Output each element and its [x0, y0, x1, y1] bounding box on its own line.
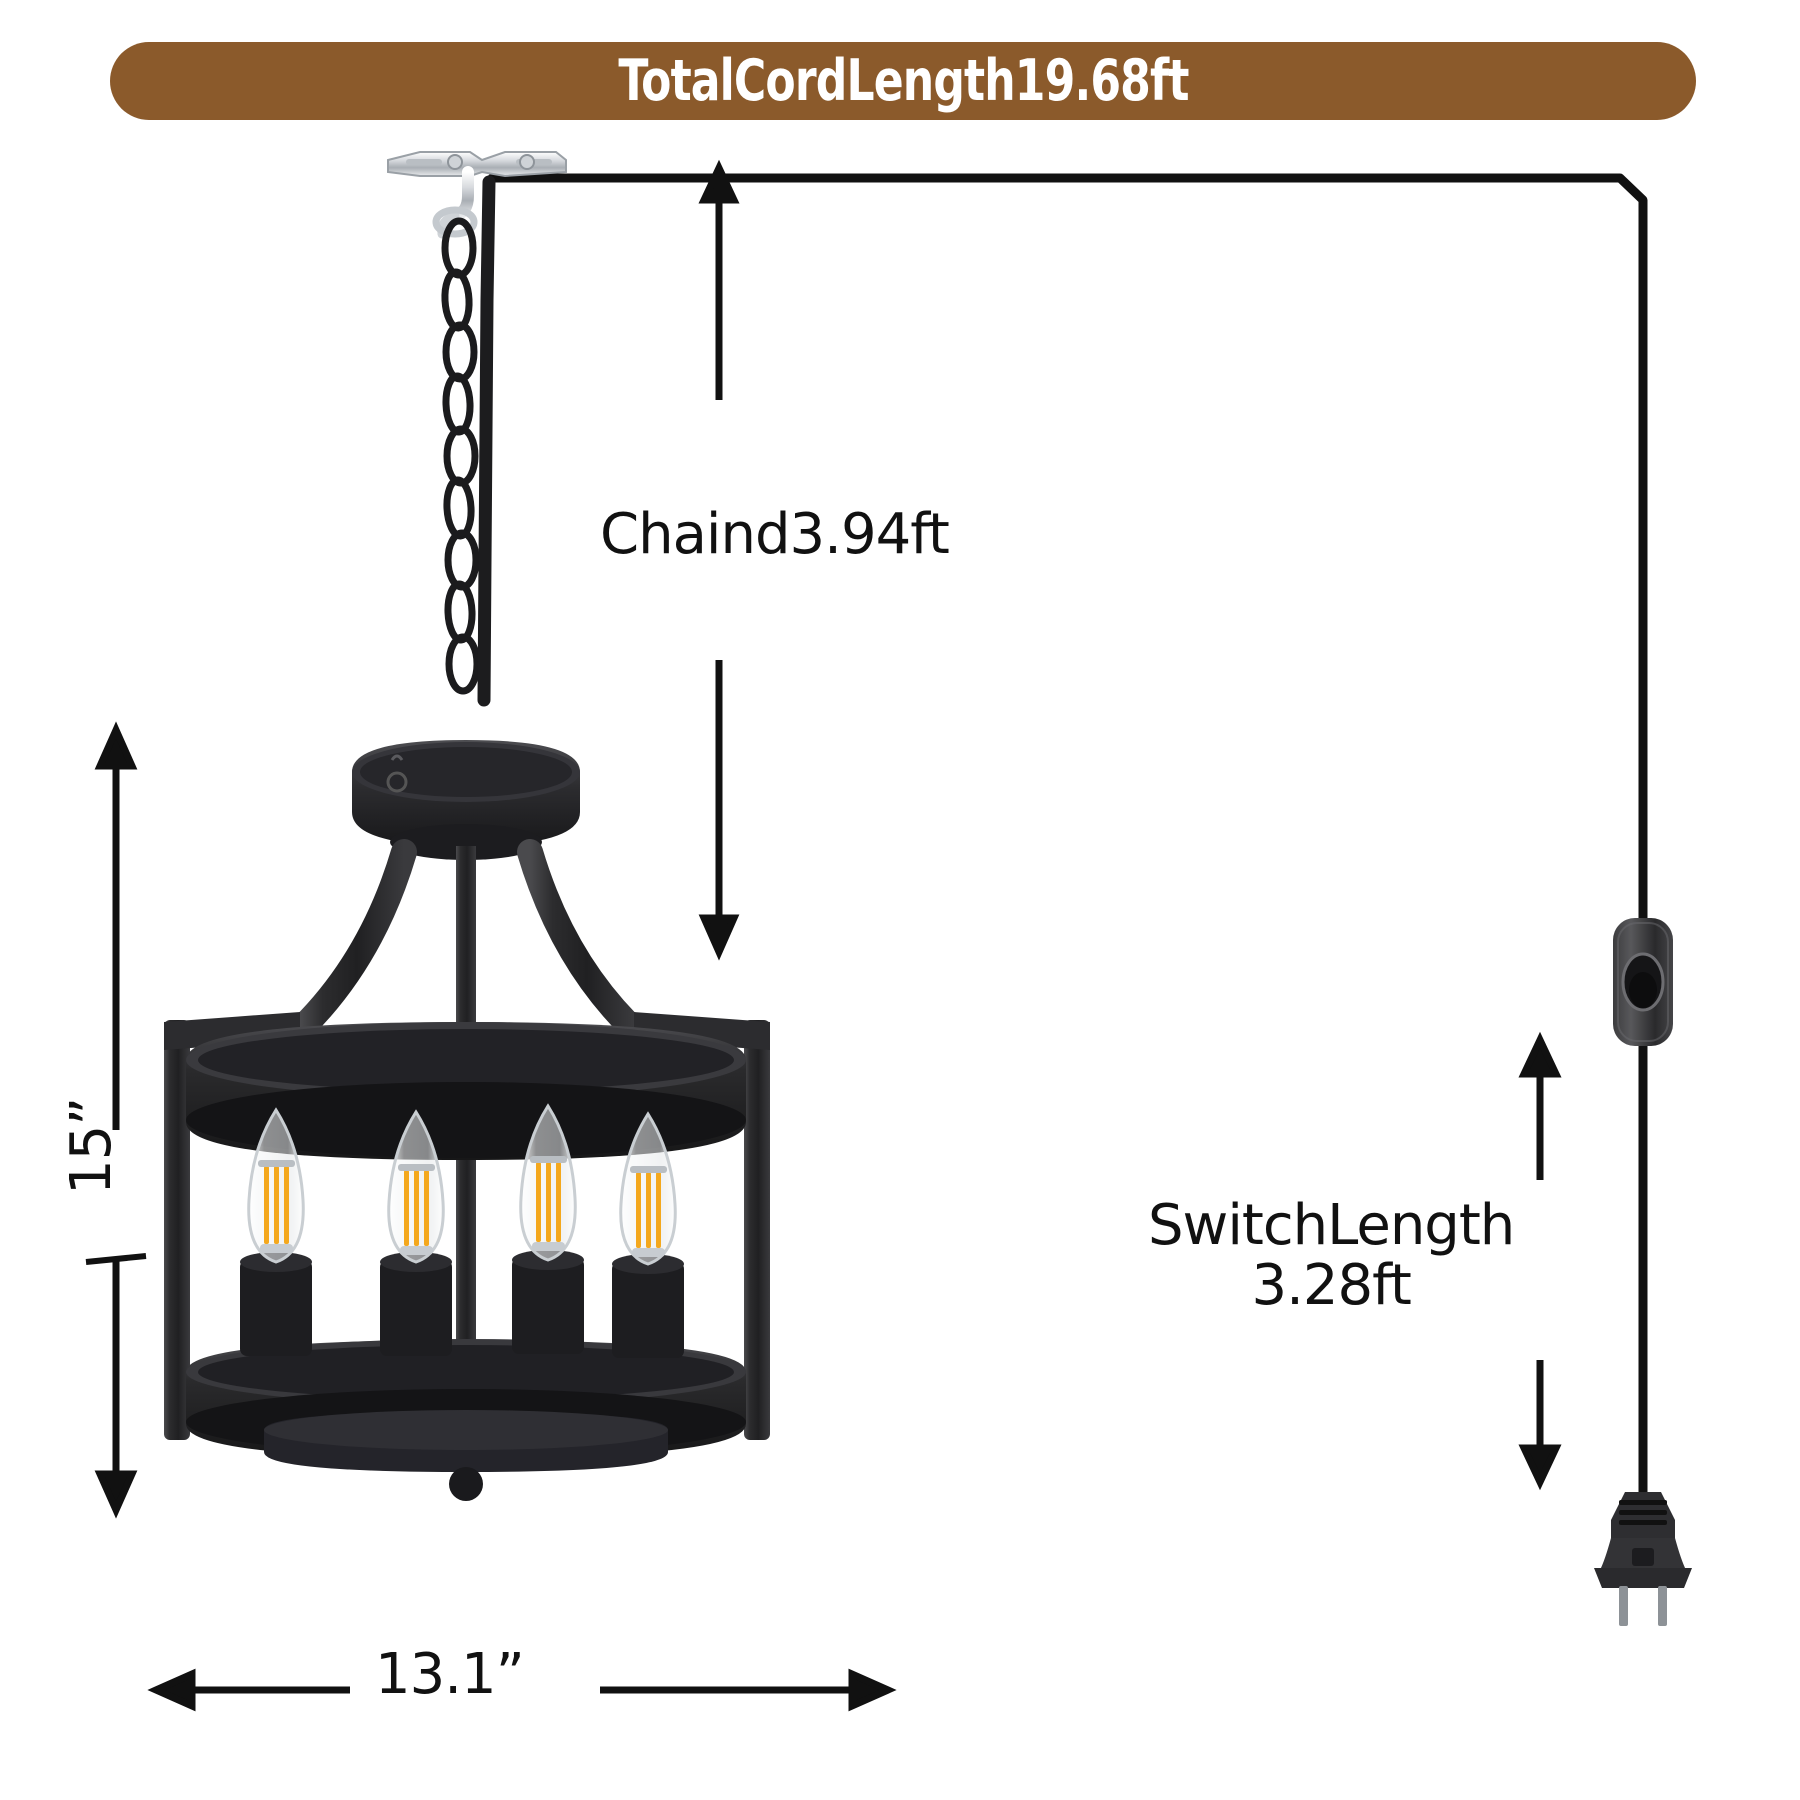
canopy-icon	[352, 740, 580, 860]
fixture-width-label: 13.1”	[375, 1642, 525, 1707]
power-cord	[487, 173, 1648, 1501]
finial-icon	[449, 1467, 483, 1501]
switch-length-line1: SwitchLength	[1148, 1193, 1515, 1258]
banner-label: TotalCordLength19.68ft	[617, 48, 1189, 114]
switch-dimension	[1518, 1031, 1562, 1491]
candle-bulb-icon	[380, 1109, 452, 1356]
drum-cage-icon	[186, 1022, 746, 1160]
switch-length-label: SwitchLength 3.28ft	[1148, 1193, 1515, 1319]
candle-bulb-icon	[512, 1103, 584, 1354]
fixture-height-label: 15”	[59, 1097, 124, 1195]
total-cord-length-banner: TotalCordLength19.68ft	[110, 42, 1696, 120]
height-dimension	[85, 721, 147, 1519]
switch-length-line2: 3.28ft	[1251, 1253, 1411, 1319]
two-prong-plug-icon	[1594, 1492, 1692, 1626]
rocker-switch-icon[interactable]	[1613, 918, 1673, 1046]
candle-bulb-icon	[240, 1107, 312, 1356]
ceiling-bracket-icon	[387, 151, 567, 239]
fixture-cord	[477, 175, 496, 707]
chain-dimension	[698, 159, 740, 961]
bottom-tray	[264, 1410, 668, 1501]
chain-length-label: Chaind3.94ft	[600, 502, 950, 567]
candle-bulb-icon	[612, 1111, 684, 1358]
frame-arms	[287, 839, 647, 1043]
bulb-group	[240, 1103, 684, 1358]
width-dimension	[147, 1668, 897, 1712]
chain-icon	[441, 217, 481, 695]
